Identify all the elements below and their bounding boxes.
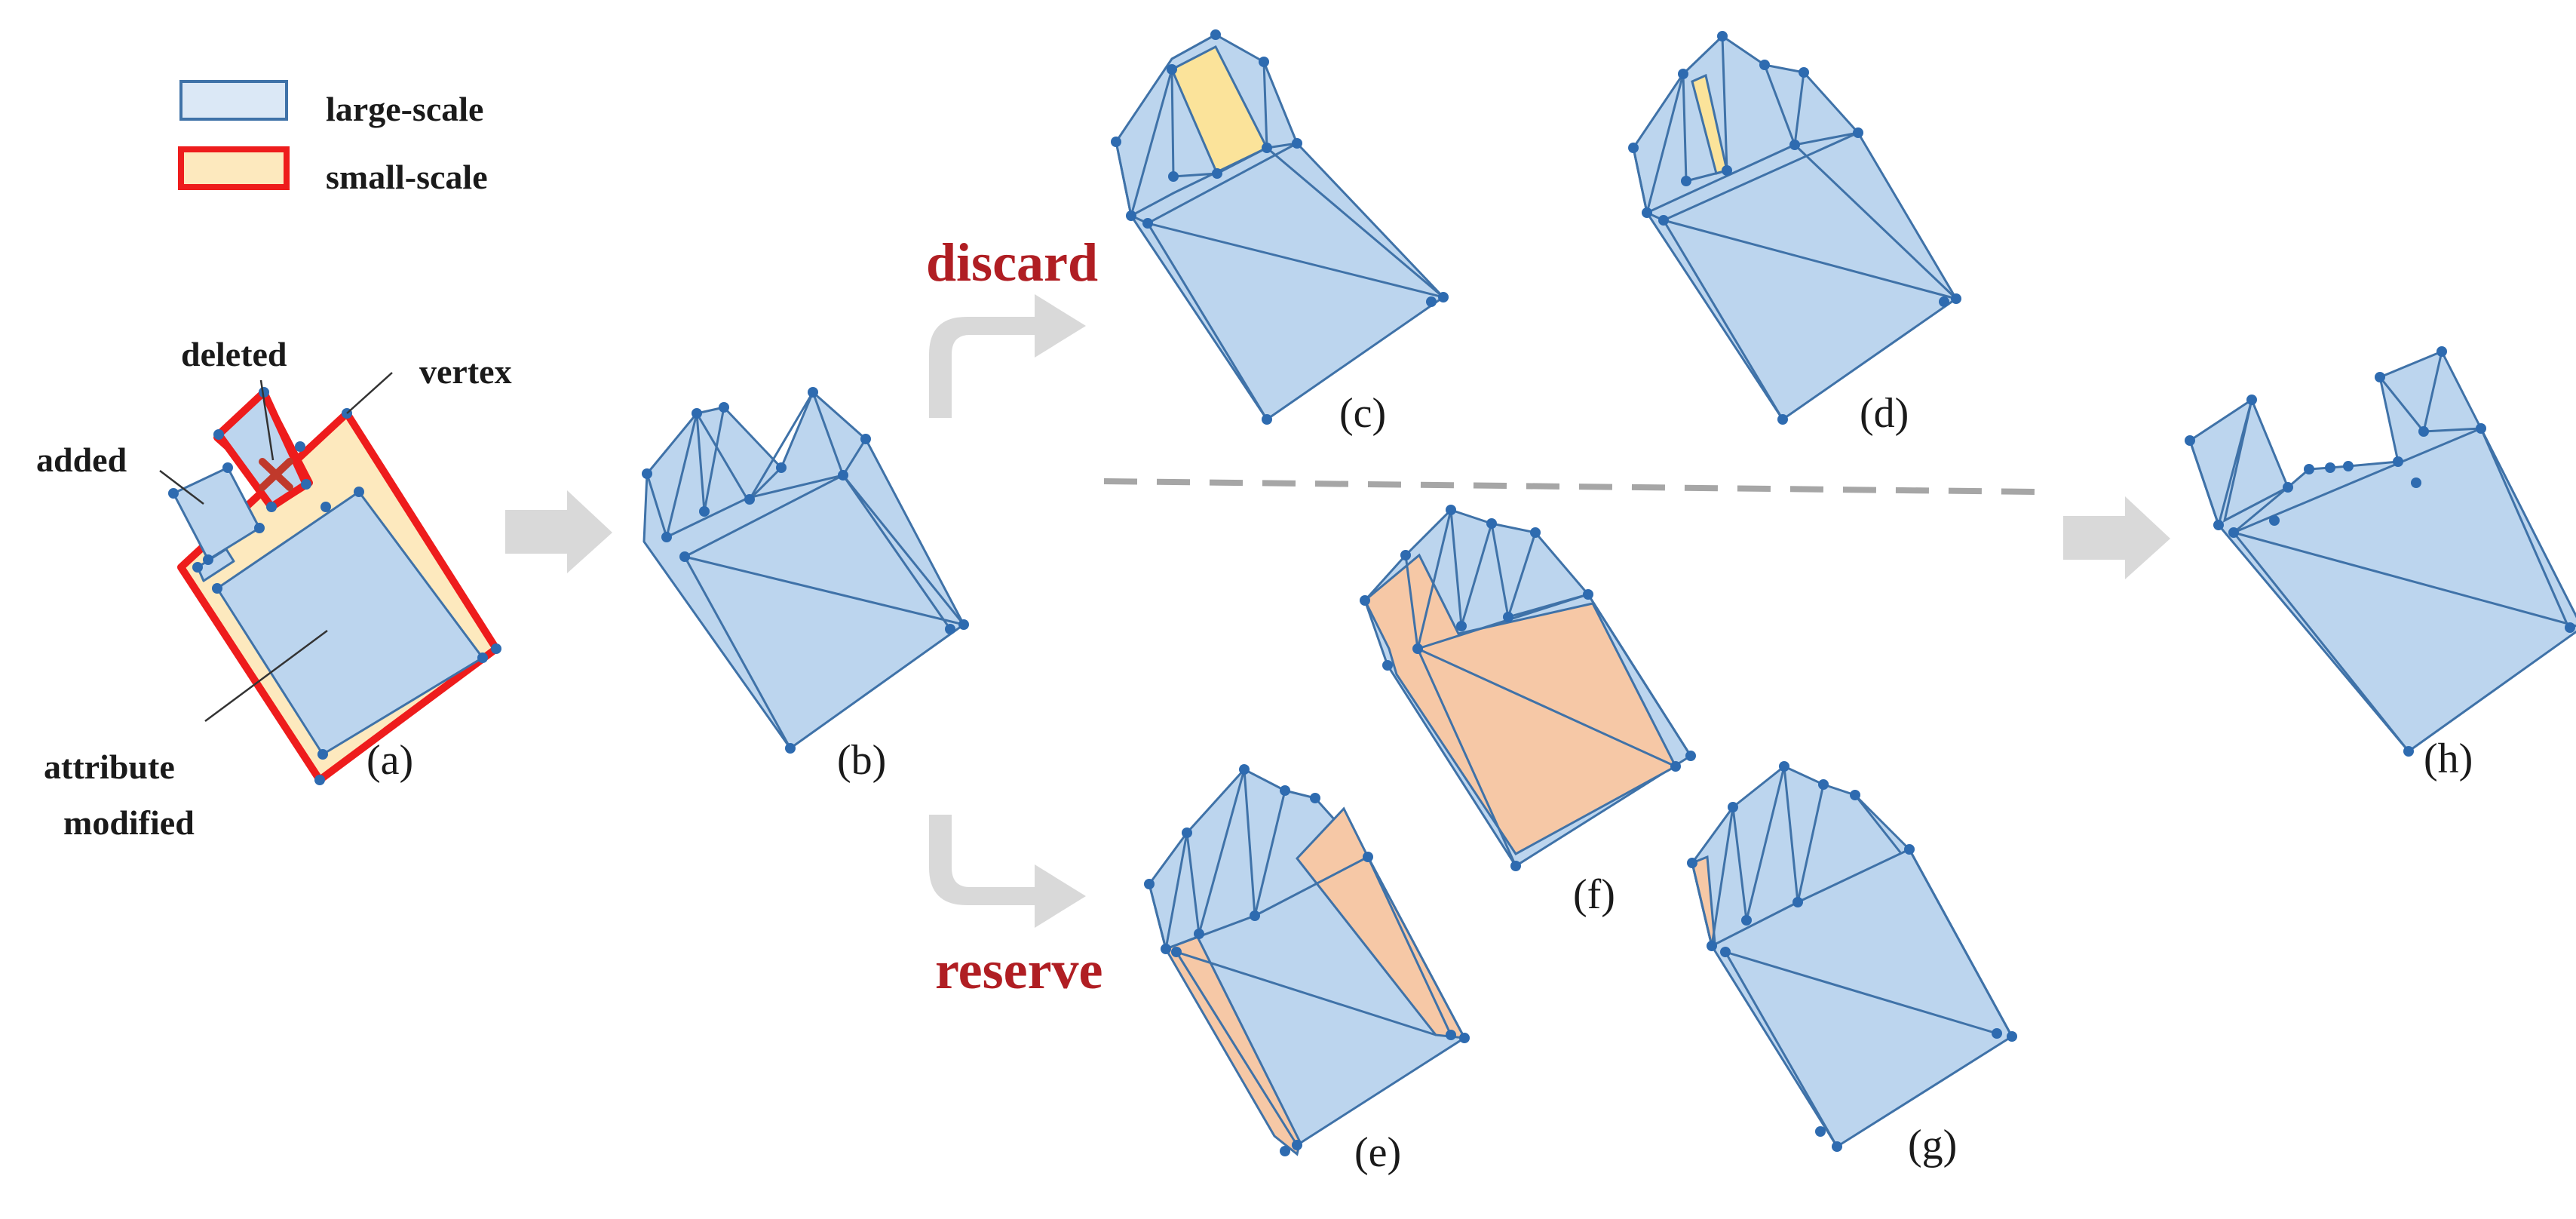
legend-label-small-scale: small-scale <box>326 158 488 196</box>
panel-e: (e) <box>1144 764 1470 1176</box>
panel-f: (f) <box>1360 505 1696 918</box>
panel-label-g: (g) <box>1908 1122 1957 1168</box>
legend: large-scale small-scale <box>178 80 488 196</box>
branch-label-discard: discard <box>926 232 1098 293</box>
panel-h: (h) <box>2185 346 2576 782</box>
panel-label-d: (d) <box>1860 390 1909 437</box>
large-scale-left-strip <box>196 548 235 582</box>
leader-added <box>159 470 204 505</box>
label-attribute-line2: modified <box>63 803 195 842</box>
branch-divider <box>1103 478 2037 495</box>
panel-g-vertices <box>1687 761 2017 1152</box>
legend-label-large-scale: large-scale <box>326 90 483 128</box>
label-added: added <box>36 441 127 479</box>
panel-a-vertices <box>168 387 501 785</box>
curved-arrow-icon <box>929 815 1086 928</box>
panel-b: (b) <box>642 387 969 784</box>
panel-f-vertices <box>1360 505 1696 871</box>
cross-icon <box>259 458 293 491</box>
leader-deleted <box>259 379 274 461</box>
curved-arrow-icon <box>929 294 1086 418</box>
panel-a: deleted vertex added attribute modified … <box>36 335 512 842</box>
panel-d: (d) <box>1628 31 1961 437</box>
panel-g: (g) <box>1687 761 2017 1168</box>
panel-label-a: (a) <box>366 737 413 784</box>
label-attribute-line1: attribute <box>44 748 175 786</box>
legend-swatch-large-scale <box>179 80 288 121</box>
branch-label-reserve: reserve <box>935 940 1103 1000</box>
right-arrow-icon <box>2063 496 2170 579</box>
panel-label-h: (h) <box>2424 735 2473 782</box>
panel-c-vertices <box>1111 29 1449 425</box>
panel-label-c: (c) <box>1339 390 1386 437</box>
panel-g-footprint <box>1691 765 2013 1148</box>
panel-e-vertices <box>1144 764 1470 1156</box>
right-arrow-icon <box>505 490 612 573</box>
panel-label-e: (e) <box>1354 1129 1401 1176</box>
panel-label-b: (b) <box>837 737 886 784</box>
panel-b-vertices <box>642 387 969 754</box>
label-vertex: vertex <box>419 352 512 391</box>
label-deleted: deleted <box>181 335 287 373</box>
panel-b-footprint <box>642 391 965 750</box>
panel-label-f: (f) <box>1573 871 1615 918</box>
legend-swatch-small-scale <box>178 146 290 190</box>
panel-d-footprint <box>1632 35 1958 421</box>
panel-c: (c) <box>1111 29 1449 437</box>
panel-d-vertices <box>1628 31 1961 425</box>
panel-h-vertices <box>2185 346 2575 757</box>
leader-vertex <box>346 372 393 414</box>
leader-attribute-modified <box>204 629 328 723</box>
panel-e-reserved-part <box>1296 806 1467 1039</box>
